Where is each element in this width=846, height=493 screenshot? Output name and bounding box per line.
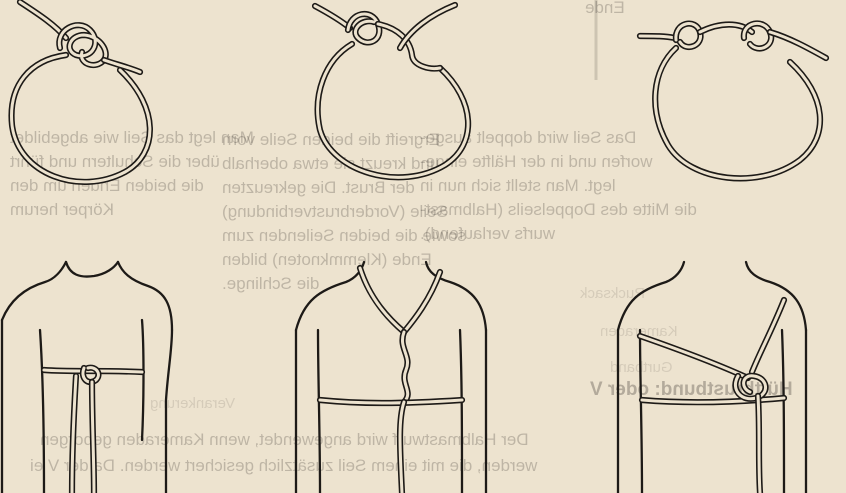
rope-loop-3-icon — [640, 23, 826, 178]
torso-3-illustration — [618, 262, 806, 493]
torso-1-illustration — [2, 262, 172, 493]
rope-loop-2-icon — [315, 5, 468, 177]
torso-2-illustration — [296, 262, 486, 493]
rope-loop-1-icon — [12, 2, 150, 182]
